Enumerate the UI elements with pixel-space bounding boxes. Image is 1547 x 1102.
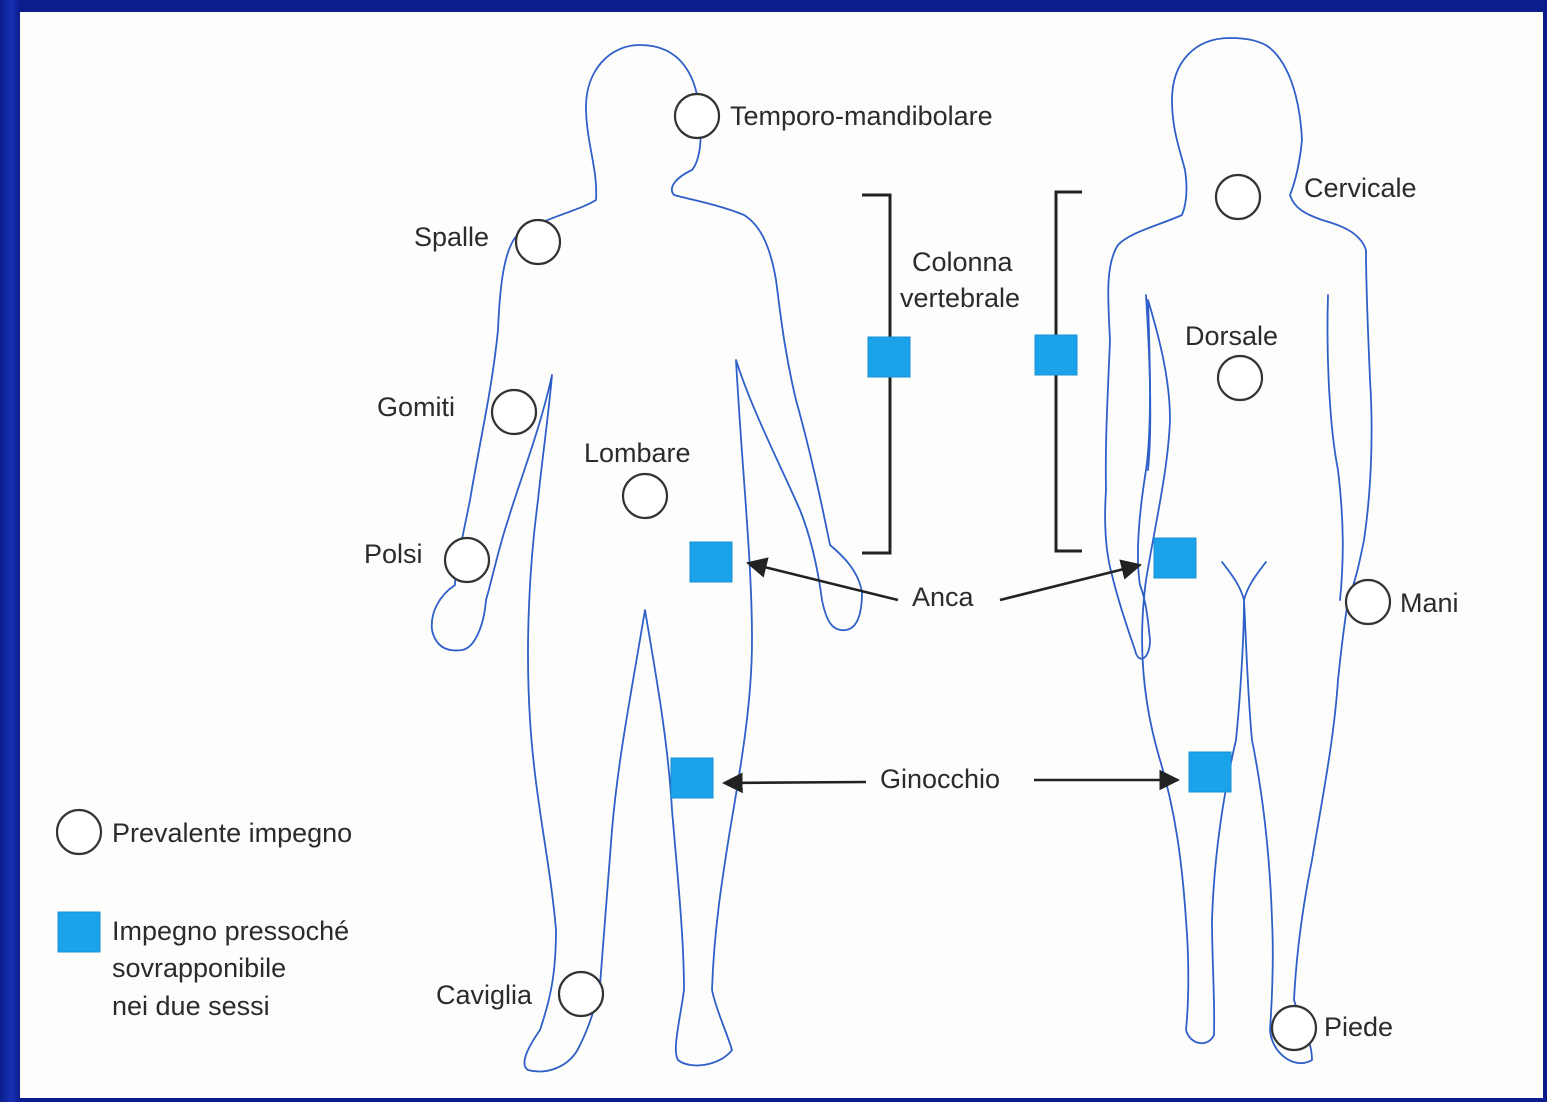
label-polsi: Polsi bbox=[364, 539, 423, 569]
lombare-circle bbox=[623, 474, 667, 518]
cervicale-circle bbox=[1216, 175, 1260, 219]
label-dorsale: Dorsale bbox=[1185, 321, 1278, 351]
label-anca: Anca bbox=[912, 582, 975, 612]
male-body-outline bbox=[432, 45, 862, 1072]
female-crotch-line bbox=[1222, 562, 1266, 600]
legend: Prevalente impegno Impegno pressoché sov… bbox=[57, 810, 352, 1021]
legend-square-icon bbox=[58, 912, 100, 952]
label-cervicale: Cervicale bbox=[1304, 173, 1417, 203]
label-gomiti: Gomiti bbox=[377, 392, 455, 422]
hip-square-male bbox=[690, 542, 732, 582]
spalle-circle bbox=[516, 220, 560, 264]
caviglia-circle bbox=[559, 972, 603, 1016]
mani-circle bbox=[1346, 580, 1390, 624]
label-spalle: Spalle bbox=[414, 222, 489, 252]
ginocchio-arrow-left bbox=[724, 782, 866, 783]
legend-square-line1: Impegno pressoché bbox=[112, 916, 349, 946]
polsi-circle bbox=[445, 538, 489, 582]
spine-square-female bbox=[1035, 335, 1077, 375]
hip-square-female bbox=[1154, 538, 1196, 578]
legend-circle-label: Prevalente impegno bbox=[112, 818, 352, 848]
anca-arrow-left bbox=[748, 563, 898, 600]
temporo-mandibolare-circle bbox=[675, 94, 719, 138]
legend-square-line2: sovrapponibile bbox=[112, 953, 286, 983]
label-colonna-line2: vertebrale bbox=[900, 283, 1020, 313]
dorsale-circle bbox=[1218, 356, 1262, 400]
label-temporo-mandibolare: Temporo-mandibolare bbox=[730, 101, 993, 131]
legend-circle-icon bbox=[57, 810, 101, 854]
label-mani: Mani bbox=[1400, 588, 1459, 618]
label-ginocchio: Ginocchio bbox=[880, 764, 1000, 794]
anca-arrow-right bbox=[1000, 565, 1140, 600]
legend-square-line3: nei due sessi bbox=[112, 991, 270, 1021]
spine-square-male bbox=[868, 337, 910, 377]
label-colonna-line1: Colonna bbox=[912, 247, 1014, 277]
label-lombare: Lombare bbox=[584, 438, 691, 468]
female-inner-arm-right bbox=[1327, 295, 1342, 600]
gomiti-circle bbox=[492, 390, 536, 434]
label-piede: Piede bbox=[1324, 1012, 1393, 1042]
knee-square-male bbox=[671, 758, 713, 798]
label-caviglia: Caviglia bbox=[436, 980, 533, 1010]
piede-circle bbox=[1272, 1006, 1316, 1050]
knee-square-female bbox=[1189, 752, 1231, 792]
